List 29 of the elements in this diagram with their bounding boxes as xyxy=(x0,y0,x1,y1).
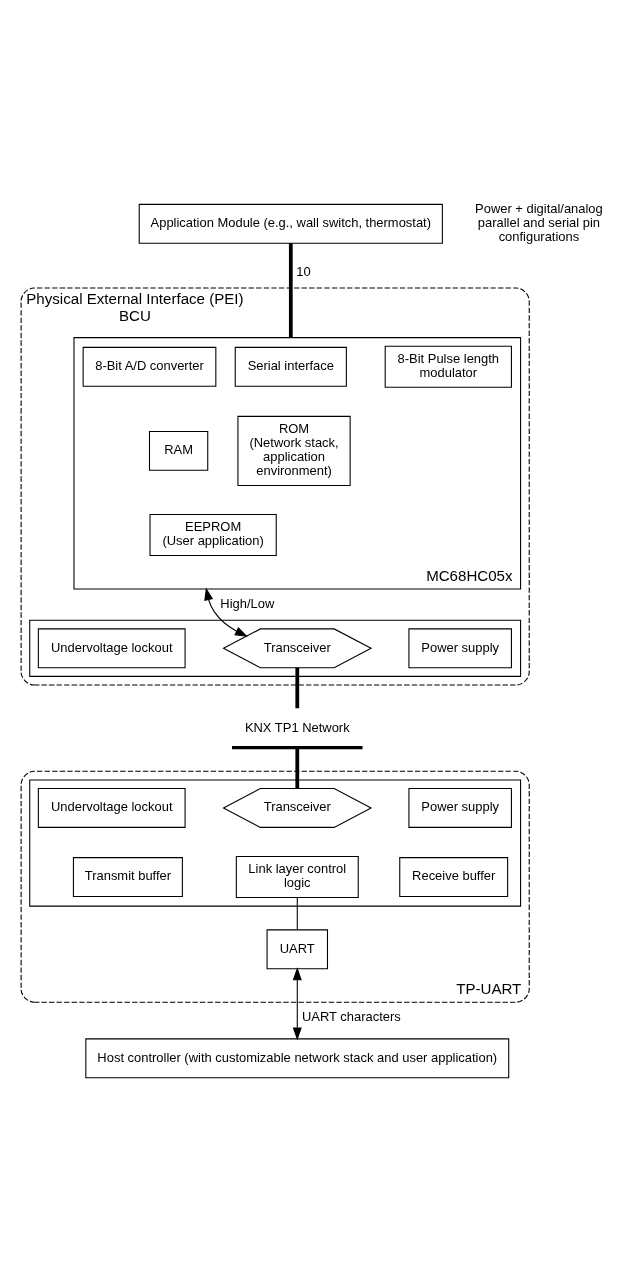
connector xyxy=(288,242,293,338)
cluster xyxy=(29,778,522,907)
node-box: Power supply xyxy=(408,787,512,828)
node-box: Serial interface xyxy=(234,346,347,387)
node-box: Application Module (e.g., wall switch, thermostat) xyxy=(138,203,443,244)
connector xyxy=(296,896,298,930)
node-box: Host controller (with customizable network stack and user application) xyxy=(85,1037,510,1078)
node-box: EEPROM (User application) xyxy=(149,513,277,556)
edge-label: UART characters xyxy=(302,1008,401,1024)
node-box: Receive buffer xyxy=(399,856,509,897)
node-box: Undervoltage lockout xyxy=(37,627,186,668)
edge-label: 10 xyxy=(296,263,311,279)
arrow xyxy=(292,966,302,1040)
node-box: Power supply xyxy=(408,627,512,668)
edge-label: High/Low xyxy=(220,595,275,611)
node-box: 8-Bit Pulse length modulator xyxy=(384,345,512,388)
node-box: 8-Bit A/D converter xyxy=(82,346,217,387)
node-box: Undervoltage lockout xyxy=(37,787,186,828)
node-box: ROM (Network stack, application environment) xyxy=(237,415,351,486)
label: Power + digital/analog parallel and serial pin configurations xyxy=(475,200,603,244)
node-box: RAM xyxy=(148,430,209,471)
node-box: UART xyxy=(266,928,329,969)
connector xyxy=(295,667,300,708)
node-box: Link layer control logic xyxy=(235,855,359,898)
node-text: KNX TP1 Network xyxy=(244,719,350,734)
connector xyxy=(295,747,300,788)
cluster xyxy=(29,619,522,677)
node-box: Transmit buffer xyxy=(72,856,183,897)
arrow xyxy=(204,586,248,637)
